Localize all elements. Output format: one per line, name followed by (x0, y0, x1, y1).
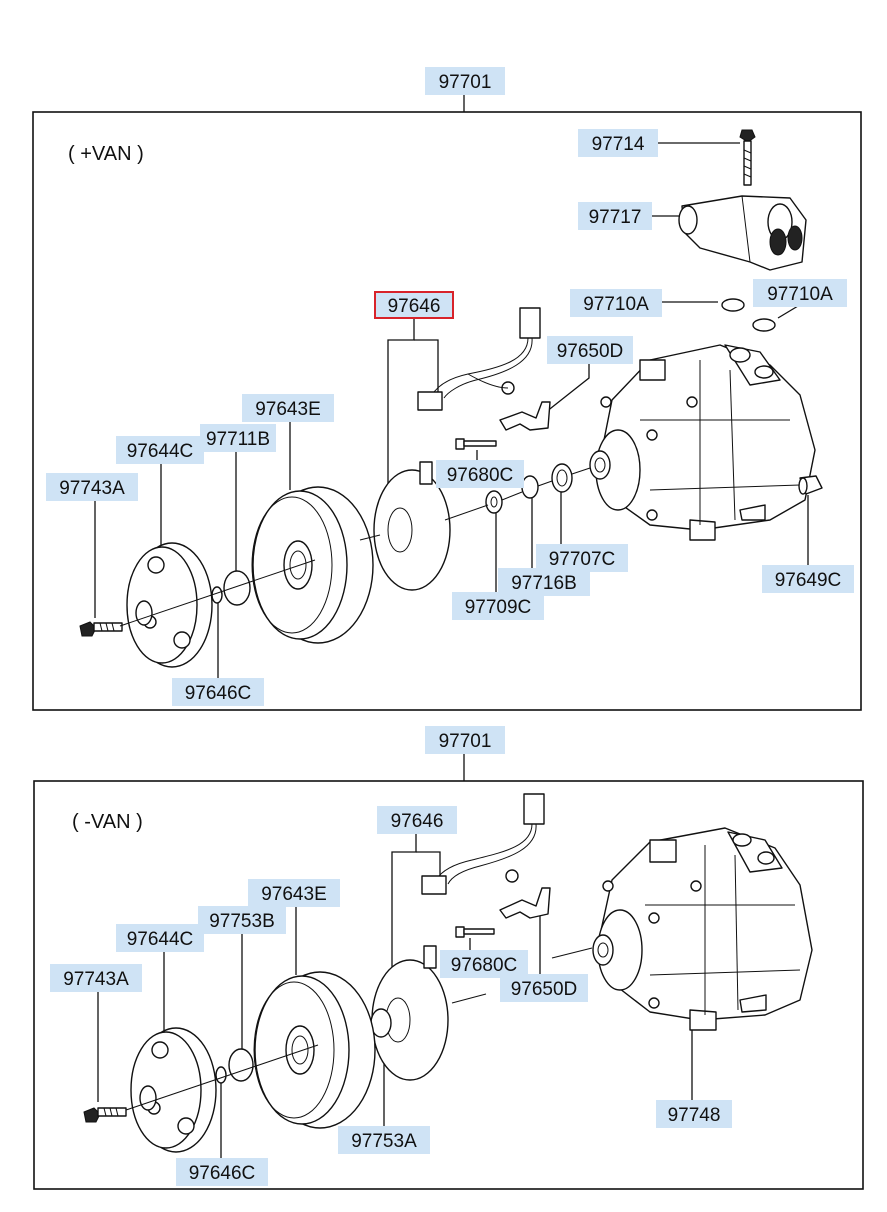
pulley-97643e (251, 486, 374, 644)
wire-harness-97646 (417, 307, 541, 411)
svg-text:97646C: 97646C (189, 1163, 256, 1184)
svg-text:97646C: 97646C (185, 683, 252, 704)
bracket-97650d (499, 401, 551, 431)
svg-text:97650D: 97650D (511, 979, 578, 1000)
variant-label: ( +VAN ) (68, 143, 144, 165)
field-coil (373, 461, 451, 591)
svg-text:97710A: 97710A (583, 294, 649, 315)
armature-plate-97644c (130, 1027, 217, 1153)
compressor-body (592, 827, 813, 1031)
svg-text:97714: 97714 (592, 134, 645, 155)
svg-text:97643E: 97643E (255, 399, 321, 420)
callout-97644c[interactable]: 97644C (116, 436, 204, 464)
svg-text:97709C: 97709C (465, 597, 532, 618)
shim-97646c (211, 586, 223, 604)
svg-text:97716B: 97716B (511, 573, 577, 594)
bracket-97650d (499, 887, 551, 919)
callout-97680c[interactable]: 97680C (440, 950, 528, 978)
snap-ring-97711b (223, 570, 251, 606)
assembly-callout[interactable]: 97701 (425, 726, 505, 754)
svg-text:97646: 97646 (391, 811, 444, 832)
svg-text:97680C: 97680C (451, 955, 518, 976)
callout-97711b[interactable]: 97711B (200, 424, 276, 452)
svg-text:97646: 97646 (388, 296, 441, 317)
fitting-97717 (678, 195, 807, 271)
callout-97643e[interactable]: 97643E (242, 394, 334, 422)
svg-text:97643E: 97643E (261, 884, 327, 905)
svg-text:97650D: 97650D (557, 341, 624, 362)
compressor-body (589, 344, 816, 541)
callout-97680c[interactable]: 97680C (436, 460, 524, 488)
callout-97707c[interactable]: 97707C (536, 544, 628, 572)
o-ring-97710a (752, 318, 776, 332)
svg-text:97701: 97701 (439, 731, 492, 752)
svg-text:97753B: 97753B (209, 911, 275, 932)
svg-text:97680C: 97680C (447, 465, 514, 486)
svg-text:97748: 97748 (668, 1105, 721, 1126)
svg-text:97644C: 97644C (127, 929, 194, 950)
svg-text:97649C: 97649C (775, 570, 842, 591)
callout-97753b[interactable]: 97753B (198, 906, 286, 934)
snap-ring-97753b (228, 1048, 254, 1082)
svg-text:97753A: 97753A (351, 1131, 417, 1152)
screw-97680c (455, 926, 495, 938)
panel-plus-van: 97701 ( +VAN ) (32, 67, 862, 711)
bolt-97743a (79, 621, 123, 637)
field-coil (371, 945, 449, 1081)
callout-97646c[interactable]: 97646C (172, 678, 264, 706)
callout-97646c[interactable]: 97646C (176, 1158, 268, 1186)
callout-97650d[interactable]: 97650D (500, 974, 588, 1002)
shim-97646c (215, 1066, 227, 1084)
callout-97748[interactable]: 97748 (656, 1100, 732, 1128)
svg-text:97717: 97717 (589, 207, 642, 228)
armature-plate-97644c (126, 542, 213, 668)
svg-text:97710A: 97710A (767, 284, 833, 305)
bolt-97743a (83, 1107, 127, 1123)
panel-frame (33, 780, 864, 1190)
callout-97643e[interactable]: 97643E (248, 879, 340, 907)
pulley-97643e (253, 971, 376, 1129)
screw-97680c (455, 438, 497, 450)
bolt-97714 (739, 129, 756, 186)
callout-97717[interactable]: 97717 (578, 202, 652, 230)
plug-97649c (798, 475, 823, 495)
callout-97644c[interactable]: 97644C (116, 924, 204, 952)
panel-minus-van: 97701 ( -VAN ) (33, 726, 864, 1190)
svg-text:97644C: 97644C (127, 441, 194, 462)
seal-97707c (551, 463, 573, 493)
callout-97646[interactable]: 97646 (377, 806, 457, 834)
callout-97743a[interactable]: 97743A (50, 964, 142, 992)
wire-harness-97646 (421, 793, 545, 895)
callout-97710a[interactable]: 97710A (753, 279, 847, 307)
callout-97650d[interactable]: 97650D (547, 336, 633, 364)
svg-text:97711B: 97711B (206, 429, 270, 450)
variant-label: ( -VAN ) (72, 811, 143, 833)
callout-97714[interactable]: 97714 (578, 129, 658, 157)
callout-97709c[interactable]: 97709C (452, 592, 544, 620)
callout-97649c[interactable]: 97649C (762, 565, 854, 593)
callout-97716b[interactable]: 97716B (498, 568, 590, 596)
assembly-callout[interactable]: 97701 (425, 67, 505, 95)
ring-97716b (521, 475, 539, 499)
callout-97753a[interactable]: 97753A (338, 1126, 430, 1154)
panel-frame (32, 111, 862, 711)
svg-text:97707C: 97707C (549, 549, 616, 570)
svg-text:97743A: 97743A (59, 478, 125, 499)
svg-text:97701: 97701 (439, 72, 492, 93)
callout-97646-selected[interactable]: 97646 (374, 291, 454, 319)
svg-text:97743A: 97743A (63, 969, 129, 990)
callout-97710a[interactable]: 97710A (570, 289, 662, 317)
o-ring-97710a (721, 298, 745, 312)
bearing-97709c (485, 490, 503, 514)
callout-97743a[interactable]: 97743A (46, 473, 138, 501)
